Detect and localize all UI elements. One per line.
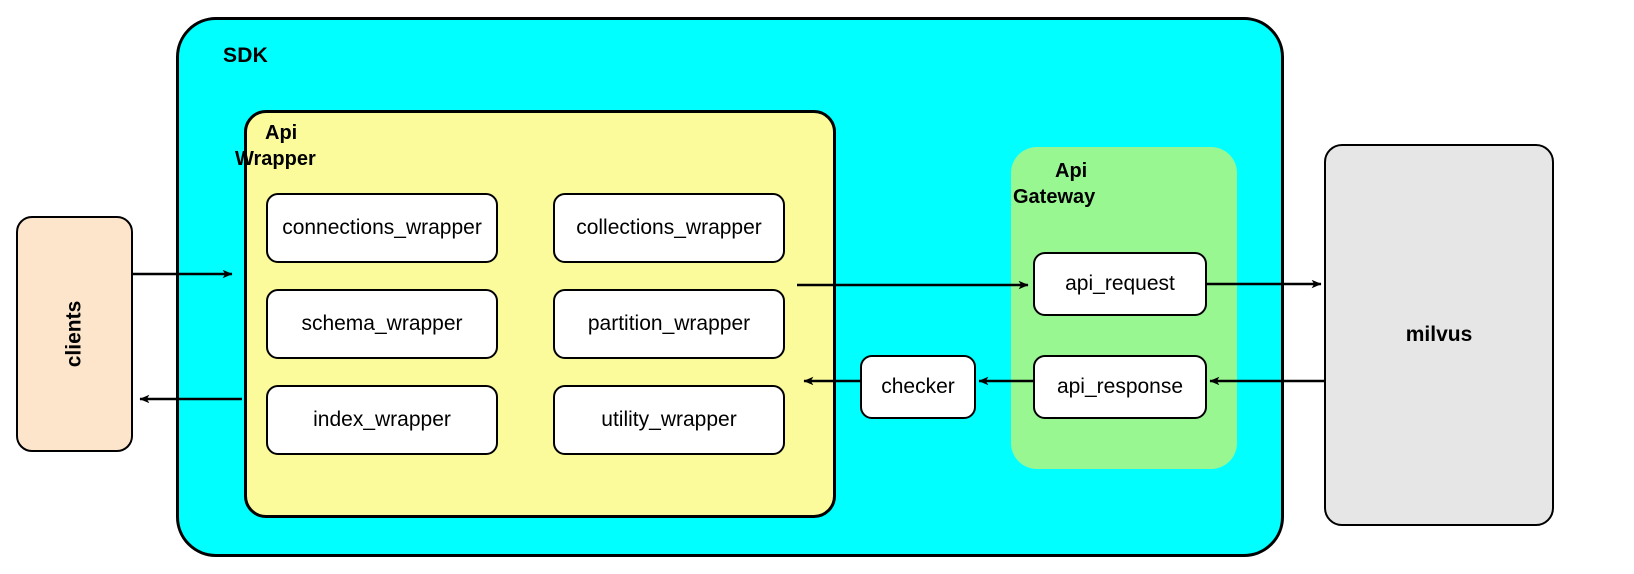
node-label: collections_wrapper bbox=[576, 216, 762, 239]
node-milvus[interactable]: milvus bbox=[1324, 144, 1554, 526]
api-wrapper-label-line2: Wrapper bbox=[235, 147, 316, 170]
node-checker[interactable]: checker bbox=[860, 355, 976, 419]
node-collections-wrapper[interactable]: collections_wrapper bbox=[553, 193, 785, 263]
node-clients[interactable]: clients bbox=[16, 216, 133, 452]
node-partition-wrapper[interactable]: partition_wrapper bbox=[553, 289, 785, 359]
api-gateway-label-line2: Gateway bbox=[1013, 185, 1096, 208]
node-label: schema_wrapper bbox=[301, 312, 463, 335]
api-gateway-label: Api Gateway bbox=[1013, 159, 1225, 210]
milvus-label: milvus bbox=[1405, 323, 1473, 346]
api-wrapper-label: Api Wrapper bbox=[235, 121, 415, 172]
node-api-request[interactable]: api_request bbox=[1033, 252, 1207, 316]
node-label: utility_wrapper bbox=[601, 408, 737, 431]
clients-label: clients bbox=[62, 300, 86, 368]
node-label: checker bbox=[881, 375, 955, 398]
sdk-label: SDK bbox=[223, 44, 268, 67]
api-wrapper-label-line1: Api bbox=[265, 122, 298, 144]
node-index-wrapper[interactable]: index_wrapper bbox=[266, 385, 498, 455]
node-label: partition_wrapper bbox=[587, 312, 751, 335]
node-schema-wrapper[interactable]: schema_wrapper bbox=[266, 289, 498, 359]
node-label: index_wrapper bbox=[313, 408, 451, 431]
api-gateway-label-line1: Api bbox=[1055, 160, 1088, 182]
node-label: api_request bbox=[1065, 272, 1175, 295]
node-utility-wrapper[interactable]: utility_wrapper bbox=[553, 385, 785, 455]
node-label: api_response bbox=[1056, 375, 1184, 398]
node-connections-wrapper[interactable]: connections_wrapper bbox=[266, 193, 498, 263]
node-api-response[interactable]: api_response bbox=[1033, 355, 1207, 419]
node-label: connections_wrapper bbox=[282, 216, 482, 239]
